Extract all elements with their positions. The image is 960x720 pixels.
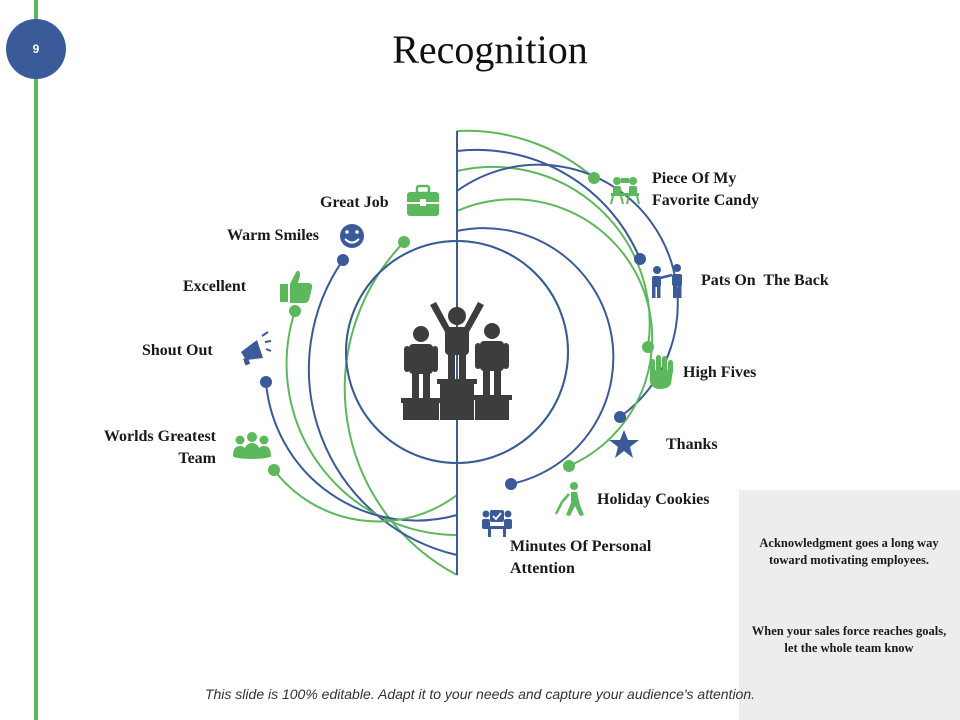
note-sales-force: When your sales force reaches goals, let… bbox=[751, 624, 947, 655]
label-worlds-greatest-team: Worlds Greatest Team bbox=[78, 426, 216, 470]
label-line: Team bbox=[178, 450, 216, 467]
label-personal-attention: Minutes Of Personal Attention bbox=[510, 536, 651, 580]
dot-warm-smiles bbox=[337, 254, 349, 266]
dot-personal-attention bbox=[505, 478, 517, 490]
arc-excellent bbox=[285, 310, 458, 536]
arc-warm-smiles bbox=[307, 259, 458, 556]
slide-title: Recognition bbox=[392, 27, 588, 72]
label-warm-smiles: Warm Smiles bbox=[227, 227, 319, 244]
smiley-face-icon bbox=[340, 224, 364, 248]
dot-shout-out bbox=[260, 376, 272, 388]
thumbs-up-icon bbox=[280, 270, 313, 303]
meeting-table-icon bbox=[482, 510, 512, 537]
label-line: Worlds Greatest bbox=[103, 428, 216, 445]
label-line: Favorite Candy bbox=[652, 192, 760, 209]
arc-pats-on-back bbox=[456, 148, 641, 260]
pat-on-back-icon bbox=[652, 264, 682, 298]
megaphone-icon bbox=[241, 331, 272, 366]
star-icon bbox=[609, 430, 639, 458]
arc-personal-attention bbox=[456, 227, 615, 485]
label-excellent: Excellent bbox=[183, 278, 247, 295]
arc-holiday-cookies bbox=[456, 198, 654, 467]
dot-holiday-cookies bbox=[563, 460, 575, 472]
note-acknowledgment: Acknowledgment goes a long way toward mo… bbox=[759, 536, 939, 567]
people-sharing-icon bbox=[610, 177, 640, 205]
dot-piece-of-candy bbox=[588, 172, 600, 184]
briefcase-icon bbox=[407, 184, 439, 216]
label-great-job: Great Job bbox=[320, 194, 389, 211]
left-accent-rule bbox=[34, 0, 38, 720]
dot-pats-on-back bbox=[634, 253, 646, 265]
arc-shout-out bbox=[265, 381, 458, 522]
label-shout-out: Shout Out bbox=[142, 342, 213, 359]
note-panel bbox=[739, 490, 960, 720]
label-line: Attention bbox=[510, 560, 575, 577]
label-thanks: Thanks bbox=[666, 436, 718, 453]
arc-worlds-greatest-team bbox=[273, 469, 458, 523]
label-piece-of-candy: Piece Of My Favorite Candy bbox=[652, 168, 759, 212]
label-line: Piece Of My bbox=[652, 170, 737, 187]
walking-person-icon bbox=[554, 482, 584, 516]
label-high-fives: High Fives bbox=[683, 364, 757, 381]
arc-great-job bbox=[343, 241, 458, 576]
podium-winners-icon bbox=[401, 302, 512, 420]
label-line: Minutes Of Personal bbox=[510, 538, 652, 555]
label-pats-on-back: Pats On The Back bbox=[701, 272, 829, 289]
dot-excellent bbox=[289, 305, 301, 317]
footer-caption: This slide is 100% editable. Adapt it to… bbox=[204, 686, 756, 702]
dot-great-job bbox=[398, 236, 410, 248]
dot-worlds-greatest-team bbox=[268, 464, 280, 476]
page-number-badge: 9 bbox=[6, 19, 66, 79]
raised-hand-icon bbox=[650, 355, 673, 389]
dot-high-fives bbox=[642, 341, 654, 353]
label-holiday-cookies: Holiday Cookies bbox=[597, 491, 710, 508]
dot-thanks bbox=[614, 411, 626, 423]
team-group-icon bbox=[233, 432, 271, 459]
arc-piece-of-candy bbox=[456, 129, 595, 179]
